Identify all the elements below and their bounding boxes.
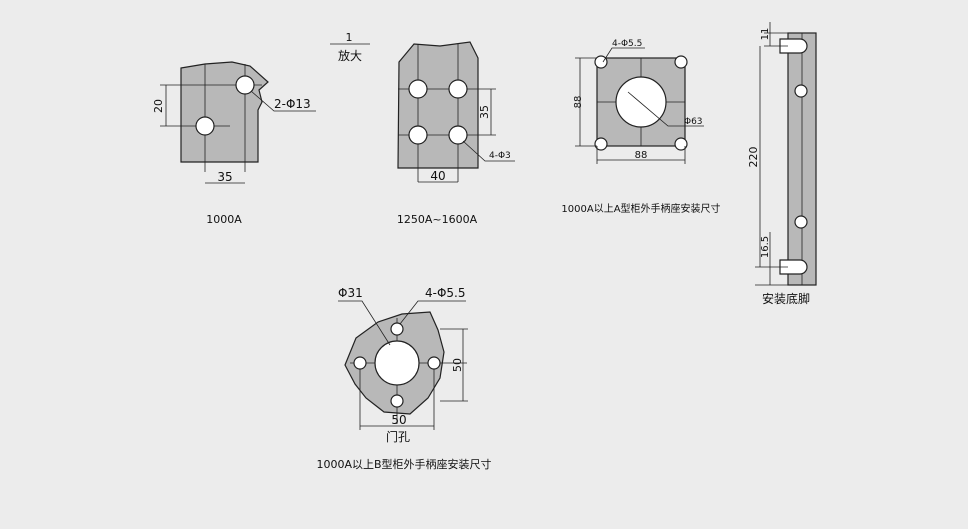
center-hole (615, 76, 667, 128)
dim-horizontal-value: 88 (635, 150, 648, 161)
hole-left (353, 356, 367, 370)
dim-horizontal-value: 35 (217, 170, 232, 184)
hole-leader (462, 140, 515, 162)
caption-mounting-foot: 安装底脚 (762, 291, 810, 306)
hole-bottom-left (195, 116, 215, 136)
dim-horizontal-value: 50 (391, 413, 406, 427)
hole-right (427, 356, 441, 370)
corner-hole-bl (594, 137, 608, 151)
scale-numerator: 1 (346, 31, 353, 44)
slot-top (779, 38, 808, 54)
hole-4 (448, 125, 468, 145)
corner-hole-tr (674, 55, 688, 69)
dim-vertical-value: 35 (478, 105, 491, 119)
center-hole-callout: Φ63 (684, 117, 703, 127)
dim-length-value: 220 (747, 147, 760, 168)
slot-bottom (779, 259, 808, 275)
small-hole-leader (399, 300, 466, 325)
corner-hole-tl (594, 55, 608, 69)
hole-top (390, 322, 404, 336)
corner-hole-br (674, 137, 688, 151)
small-hole-callout: 4-Φ5.5 (425, 286, 466, 300)
caption-1250a-1600a: 1250A~1600A (397, 213, 478, 226)
figure-type-b: Φ31 4-Φ5.5 50 50 门孔 1000A以上B型柜外手柄座安装尺寸 (316, 286, 491, 471)
scale-label: 放大 (338, 48, 362, 63)
center-hole-callout: Φ31 (338, 286, 363, 300)
foot-hole-lower (794, 215, 808, 229)
hole-bottom (390, 394, 404, 408)
figure-1250a-1600a: 35 40 4-Φ3 1250A~1600A (397, 41, 515, 226)
center-hole-leader (338, 300, 391, 346)
hole-3 (408, 125, 428, 145)
caption-1000a: 1000A (206, 213, 242, 226)
scale-note: 1 放大 (330, 31, 370, 63)
hole-2 (448, 79, 468, 99)
hole-callout: 2-Φ13 (274, 97, 311, 111)
dim-bottom-value: 16.5 (760, 236, 771, 258)
figure-1000a: 20 35 2-Φ13 1000A (152, 61, 316, 226)
dim-vertical-value: 50 (451, 358, 464, 372)
caption-type-b: 1000A以上B型柜外手柄座安装尺寸 (316, 457, 491, 471)
plate-1250a (397, 41, 479, 169)
dim-vertical-value: 20 (152, 99, 165, 113)
dim-horizontal-value: 40 (430, 169, 445, 183)
corner-hole-callout: 4-Φ5.5 (612, 39, 642, 49)
hole-top-right (235, 75, 255, 95)
caption-type-a: 1000A以上A型柜外手柄座安装尺寸 (561, 202, 720, 215)
hole-1 (408, 79, 428, 99)
plate-1000a (180, 61, 269, 163)
center-hole (374, 340, 420, 386)
dim-top-value: 11 (760, 28, 771, 41)
dim-vertical-value: 88 (573, 96, 584, 109)
hole-leader (250, 90, 316, 112)
corner-hole-leader (602, 47, 645, 63)
sub-caption-door-hole: 门孔 (386, 429, 410, 444)
figure-mounting-foot: 11 220 16.5 安装底脚 (747, 22, 817, 306)
center-hole-leader (627, 91, 704, 127)
hole-callout: 4-Φ3 (489, 151, 511, 161)
figure-type-a: 4-Φ5.5 Φ63 88 88 1000A以上A型柜外手柄座安装尺寸 (561, 39, 720, 215)
foot-hole-upper (794, 84, 808, 98)
